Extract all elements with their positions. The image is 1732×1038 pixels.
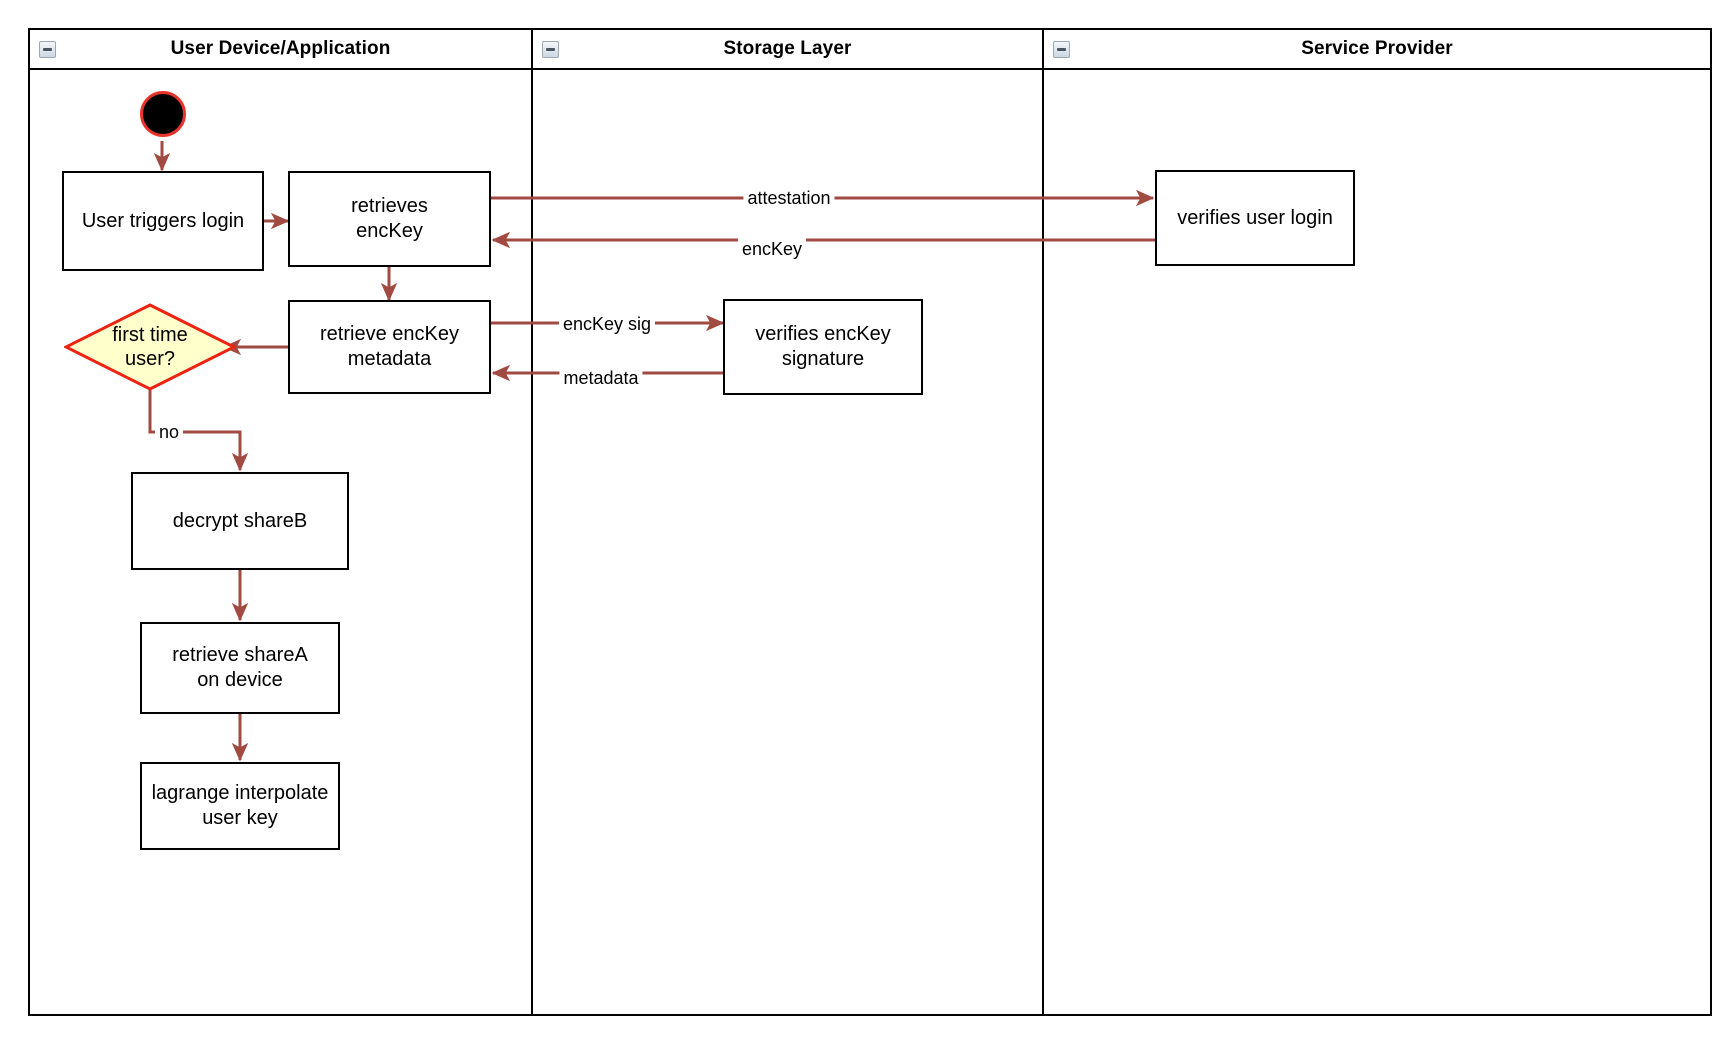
collapse-minus-icon[interactable] <box>1053 41 1070 58</box>
edge-label-no: no <box>154 421 184 443</box>
activity-user-triggers-login[interactable]: User triggers login <box>62 171 264 271</box>
edge-label-enckey: encKey <box>737 238 807 260</box>
activity-retrieves-enckey[interactable]: retrieves encKey <box>288 171 491 267</box>
node-label: User triggers login <box>81 209 245 232</box>
decision-diamond-shape <box>64 303 236 391</box>
node-label: retrieves encKey <box>351 195 428 242</box>
edge-label-enckey-sig: encKey sig <box>558 313 656 335</box>
initial-node[interactable] <box>140 91 186 137</box>
lane-header-storage-layer: Storage Layer <box>533 30 1042 70</box>
activity-verifies-user-login[interactable]: verifies user login <box>1155 170 1355 266</box>
collapse-minus-icon[interactable] <box>542 41 559 58</box>
swimlane-storage-layer[interactable]: Storage Layer <box>531 30 1042 1014</box>
lane-title-service-provider: Service Provider <box>1301 38 1453 59</box>
activity-verifies-enckey-signature[interactable]: verifies encKey signature <box>723 299 923 395</box>
lane-title-user-device: User Device/Application <box>170 38 391 59</box>
node-label: verifies encKey signature <box>755 323 891 370</box>
swimlane-service-provider[interactable]: Service Provider <box>1042 30 1710 1014</box>
lane-header-user-device: User Device/Application <box>30 30 531 70</box>
edge-label-metadata: metadata <box>559 367 643 389</box>
lane-title-storage-layer: Storage Layer <box>723 38 852 59</box>
node-label: retrieve encKey metadata <box>320 323 459 370</box>
lane-header-service-provider: Service Provider <box>1044 30 1710 70</box>
swimlane-user-device[interactable]: User Device/Application <box>30 30 531 1014</box>
activity-lagrange-interpolate-user-key[interactable]: lagrange interpolate user key <box>140 762 340 850</box>
node-label: verifies user login <box>1177 206 1333 229</box>
activity-retrieve-enckey-metadata[interactable]: retrieve encKey metadata <box>288 300 491 394</box>
activity-retrieve-sharea-on-device[interactable]: retrieve shareA on device <box>140 622 340 714</box>
node-label: retrieve shareA on device <box>172 644 308 691</box>
collapse-minus-icon[interactable] <box>39 41 56 58</box>
activity-decrypt-shareb[interactable]: decrypt shareB <box>131 472 349 570</box>
edge-label-attestation: attestation <box>743 187 835 209</box>
decision-label: first time user? <box>112 324 188 370</box>
decision-first-time-user[interactable]: first time user? <box>64 303 236 391</box>
node-label: lagrange interpolate user key <box>151 782 329 829</box>
node-label: decrypt shareB <box>172 509 308 532</box>
